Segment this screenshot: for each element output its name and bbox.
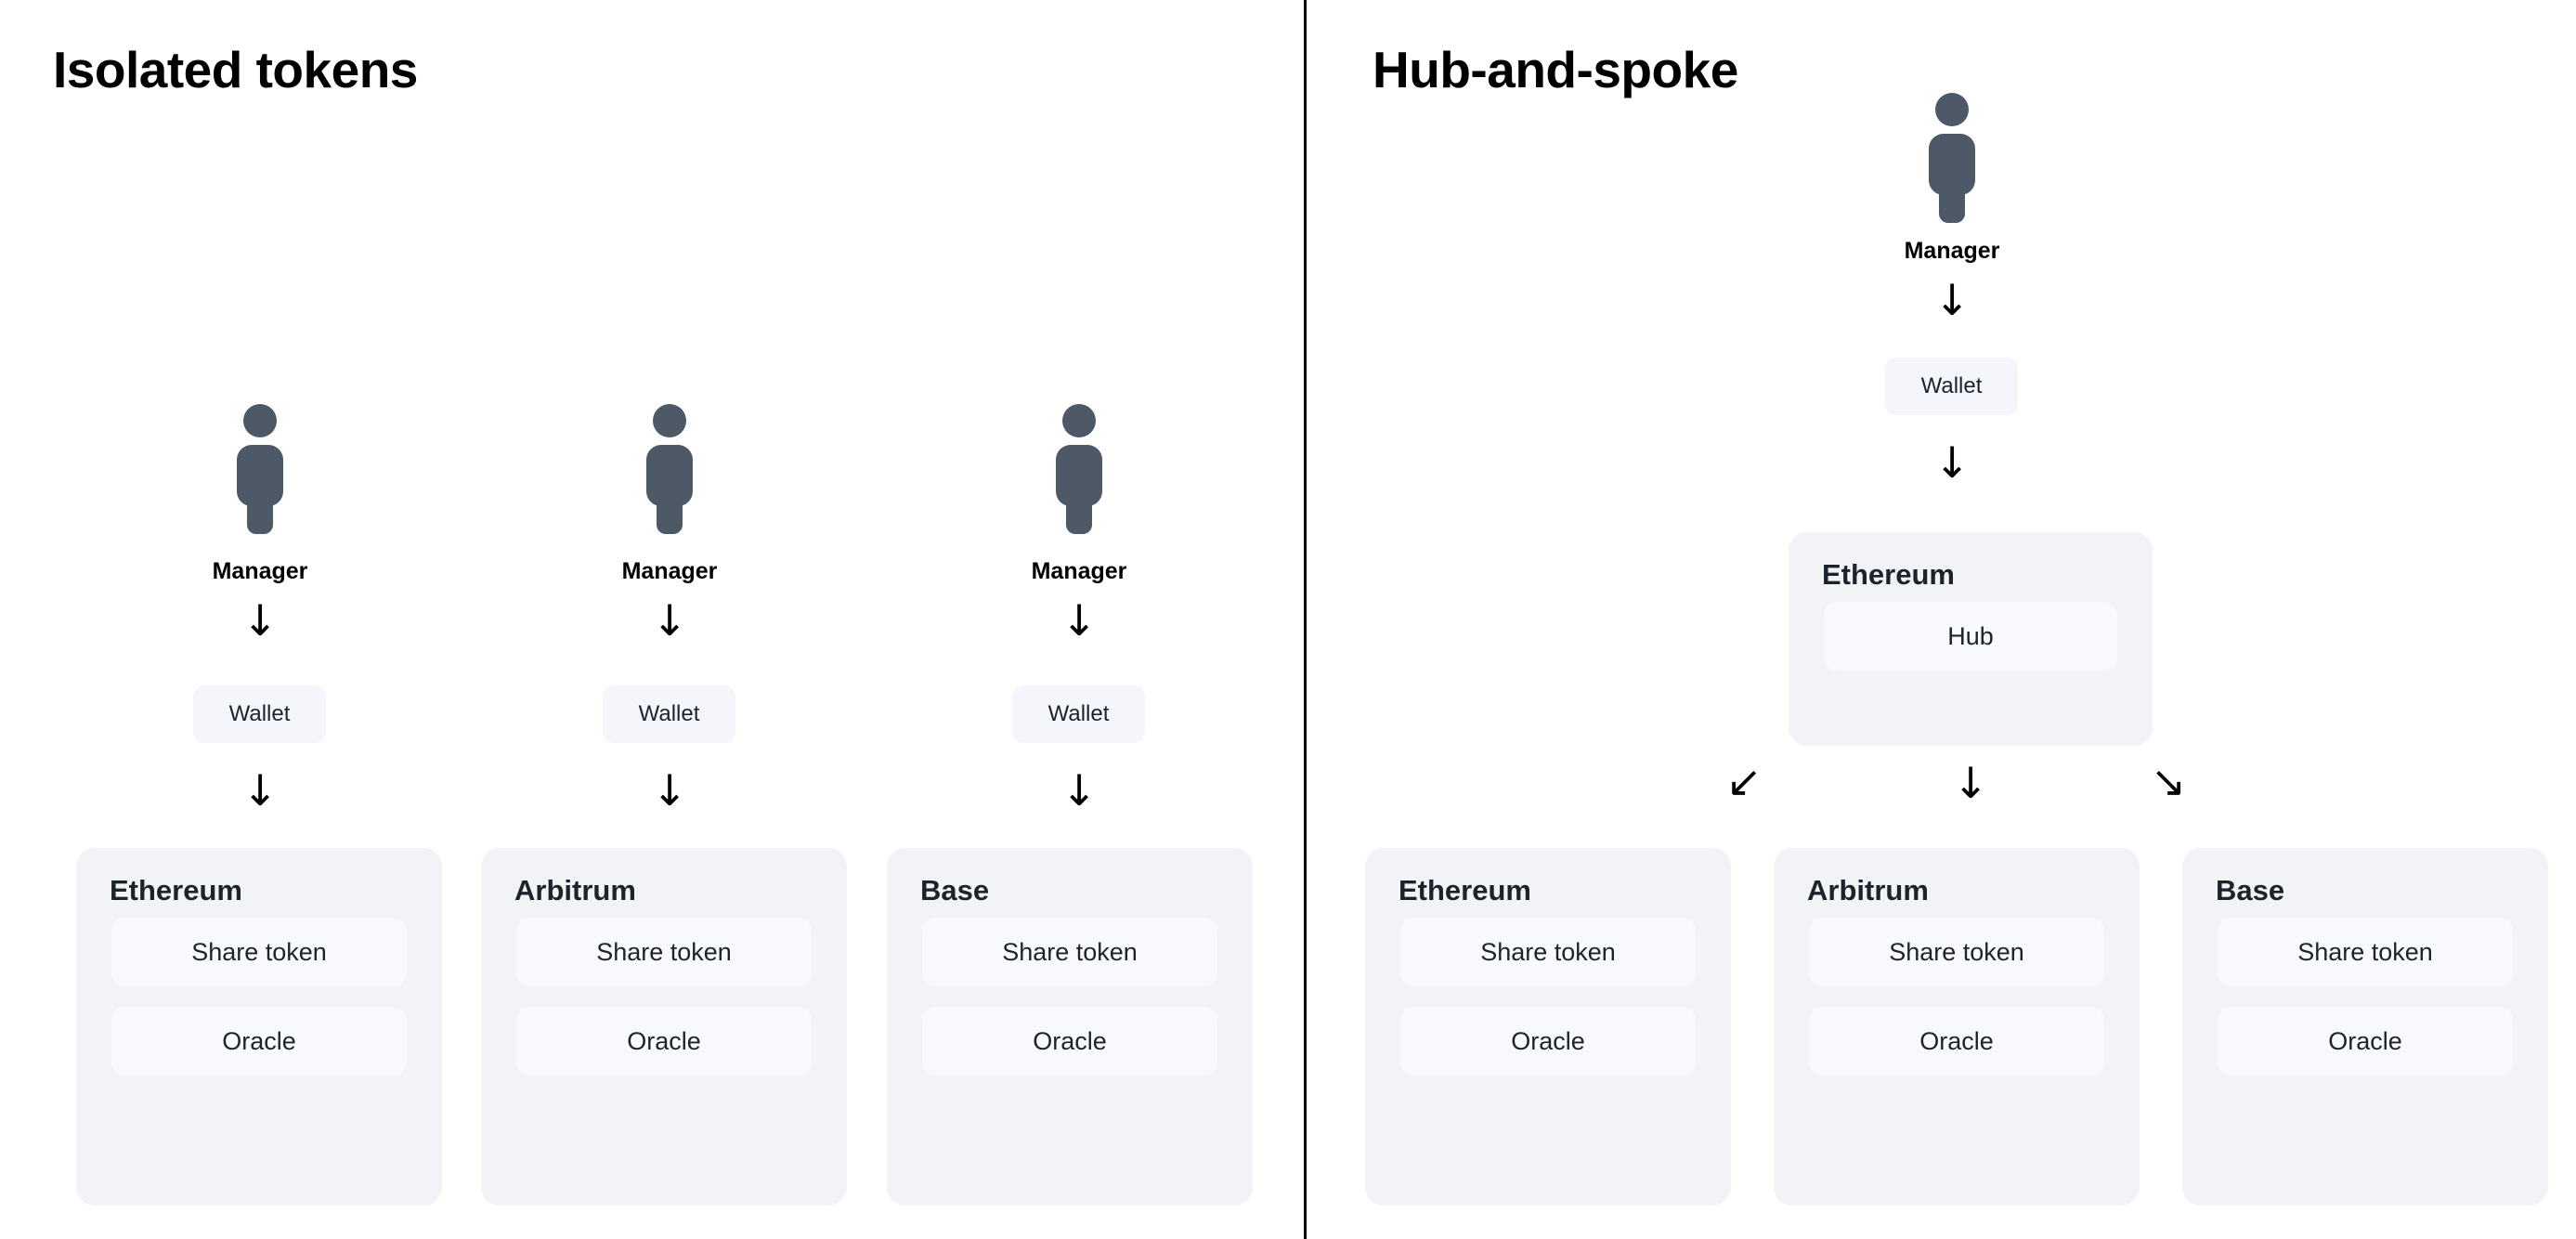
arrow-manager-to-wallet-icon: ↓ [1933,275,1971,325]
chain-name-label: Ethereum [1399,874,1531,906]
panel-divider [1304,0,1307,1239]
left-panel-title: Isolated tokens [53,41,418,98]
chain-slot-share-token: Share token [516,918,812,986]
chain-slot-oracle: Oracle [2218,1007,2513,1076]
chain-name-label: Ethereum [110,874,242,906]
arrow-manager-to-wallet-icon: ↓ [241,595,279,646]
chain-slot-share-token: Share token [922,918,1217,986]
person-head-icon [243,404,277,437]
chain-slot-oracle: Oracle [1809,1007,2104,1076]
spoke-chain-card: Arbitrum Share token Oracle [1774,848,2140,1206]
spoke-chain-card: Ethereum Share token Oracle [1365,848,1731,1206]
hub-chain-card: Ethereum Hub [1789,532,2153,746]
hub-slot: Hub [1824,602,2117,671]
arrow-manager-to-wallet-icon: ↓ [651,595,688,646]
manager-label: Manager [1031,558,1127,584]
person-legs-icon [1939,175,1965,223]
chain-slot-share-token: Share token [1400,918,1696,986]
person-icon [1050,404,1108,534]
person-head-icon [1935,93,1969,126]
chain-name-label: Arbitrum [1807,874,1929,906]
person-head-icon [1062,404,1096,437]
person-legs-icon [247,486,273,534]
arrow-hub-to-spoke-center-icon: ↓ [1952,758,1989,808]
chain-slot-share-token: Share token [2218,918,2513,986]
arrow-wallet-to-chain-icon: ↓ [651,765,688,815]
wallet-node: Wallet [1012,685,1145,743]
person-icon [641,404,698,534]
wallet-node: Wallet [603,685,735,743]
chain-name-label: Base [2216,874,2285,906]
manager-label: Manager [621,558,718,584]
manager-label: Manager [1904,238,2000,264]
hub-chain-name-label: Ethereum [1822,558,1955,591]
person-icon [1923,93,1981,223]
chain-name-label: Base [920,874,990,906]
arrow-manager-to-wallet-icon: ↓ [1060,595,1098,646]
chain-slot-oracle: Oracle [1400,1007,1696,1076]
person-icon [231,404,289,534]
arrow-wallet-to-hub-icon: ↓ [1933,437,1971,488]
arrow-hub-to-spoke-left-icon: ↙ [1725,756,1763,806]
chain-slot-oracle: Oracle [111,1007,407,1076]
chain-card: Ethereum Share token Oracle [76,848,442,1206]
chain-slot-share-token: Share token [1809,918,2104,986]
right-panel-title: Hub-and-spoke [1373,41,1738,98]
arrow-hub-to-spoke-right-icon: ↘ [2150,756,2187,806]
manager-label: Manager [212,558,308,584]
arrow-wallet-to-chain-icon: ↓ [1060,765,1098,815]
chain-card: Arbitrum Share token Oracle [481,848,847,1206]
chain-slot-oracle: Oracle [516,1007,812,1076]
spoke-chain-card: Base Share token Oracle [2182,848,2548,1206]
arrow-wallet-to-chain-icon: ↓ [241,765,279,815]
chain-card: Base Share token Oracle [887,848,1253,1206]
person-legs-icon [1066,486,1092,534]
person-head-icon [653,404,686,437]
chain-slot-share-token: Share token [111,918,407,986]
chain-slot-oracle: Oracle [922,1007,1217,1076]
wallet-node: Wallet [193,685,326,743]
chain-name-label: Arbitrum [514,874,636,906]
wallet-node: Wallet [1885,358,2018,415]
person-legs-icon [657,486,683,534]
